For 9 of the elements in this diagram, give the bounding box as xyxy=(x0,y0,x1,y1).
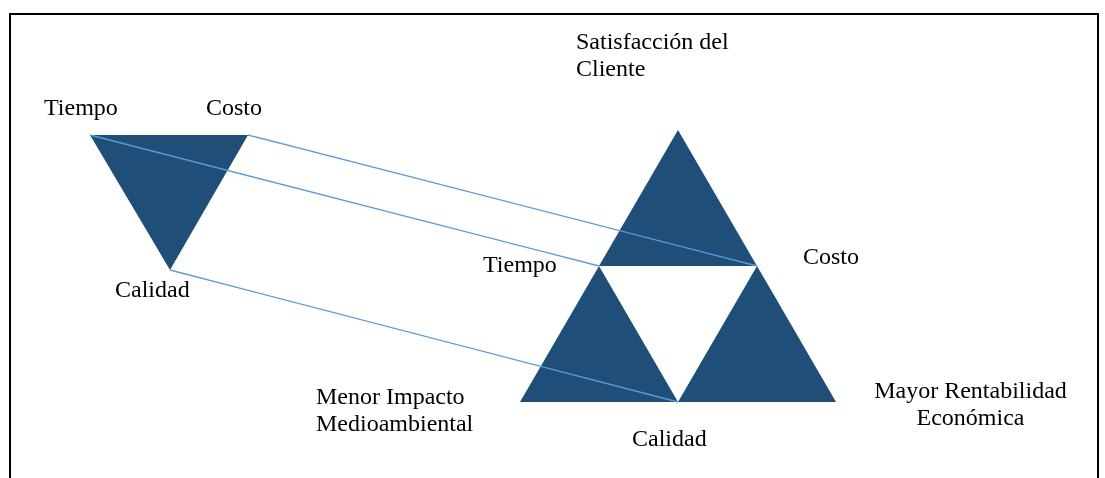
vertex-label: Tiempo xyxy=(44,94,118,134)
vertex-label: Calidad xyxy=(115,270,190,303)
vertex-label: Tiempo xyxy=(483,251,585,278)
vertex-label: Costo xyxy=(206,94,262,134)
vertex-label: Costo xyxy=(757,243,859,270)
vertex-label: Calidad xyxy=(632,402,707,452)
corner-label: Satisfacción del Cliente xyxy=(576,28,730,82)
corner-label: Mayor Rentabilidad Económica xyxy=(873,377,1068,431)
corner-label: Menor Impacto Medioambiental xyxy=(316,383,475,437)
